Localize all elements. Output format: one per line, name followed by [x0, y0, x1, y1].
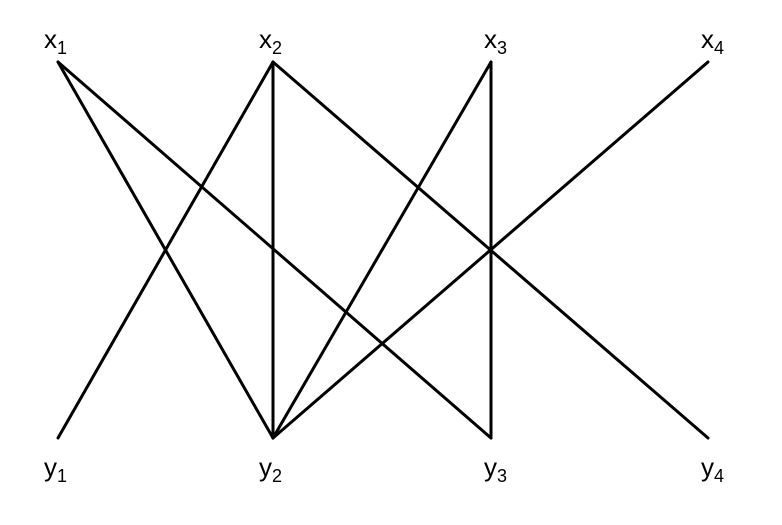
node-label-base: y: [701, 452, 714, 482]
node-label-y4: y4: [701, 452, 724, 486]
node-label-base: x: [259, 24, 272, 54]
node-label-subscript: 3: [497, 466, 507, 486]
node-label-base: y: [259, 452, 272, 482]
node-label-subscript: 2: [272, 466, 282, 486]
node-label-base: x: [44, 24, 57, 54]
node-label-base: x: [701, 24, 714, 54]
node-label-x4: x4: [701, 24, 724, 58]
node-label-base: y: [44, 452, 57, 482]
edges: [56, 60, 710, 440]
node-label-base: x: [484, 24, 497, 54]
node-label-subscript: 4: [714, 466, 724, 486]
node-label-base: y: [484, 452, 497, 482]
edge-x2-y1: [56, 60, 275, 440]
node-label-y2: y2: [259, 452, 282, 486]
node-label-subscript: 1: [57, 466, 67, 486]
node-label-x2: x2: [259, 24, 282, 58]
node-label-y1: y1: [44, 452, 67, 486]
node-label-x1: x1: [44, 24, 67, 58]
node-label-subscript: 1: [57, 38, 67, 58]
edge-x3-y2: [271, 60, 493, 440]
node-label-x3: x3: [484, 24, 507, 58]
node-label-y3: y3: [484, 452, 507, 486]
node-label-subscript: 3: [497, 38, 507, 58]
node-label-subscript: 2: [272, 38, 282, 58]
edge-x4-y2: [271, 60, 710, 440]
node-label-subscript: 4: [714, 38, 724, 58]
